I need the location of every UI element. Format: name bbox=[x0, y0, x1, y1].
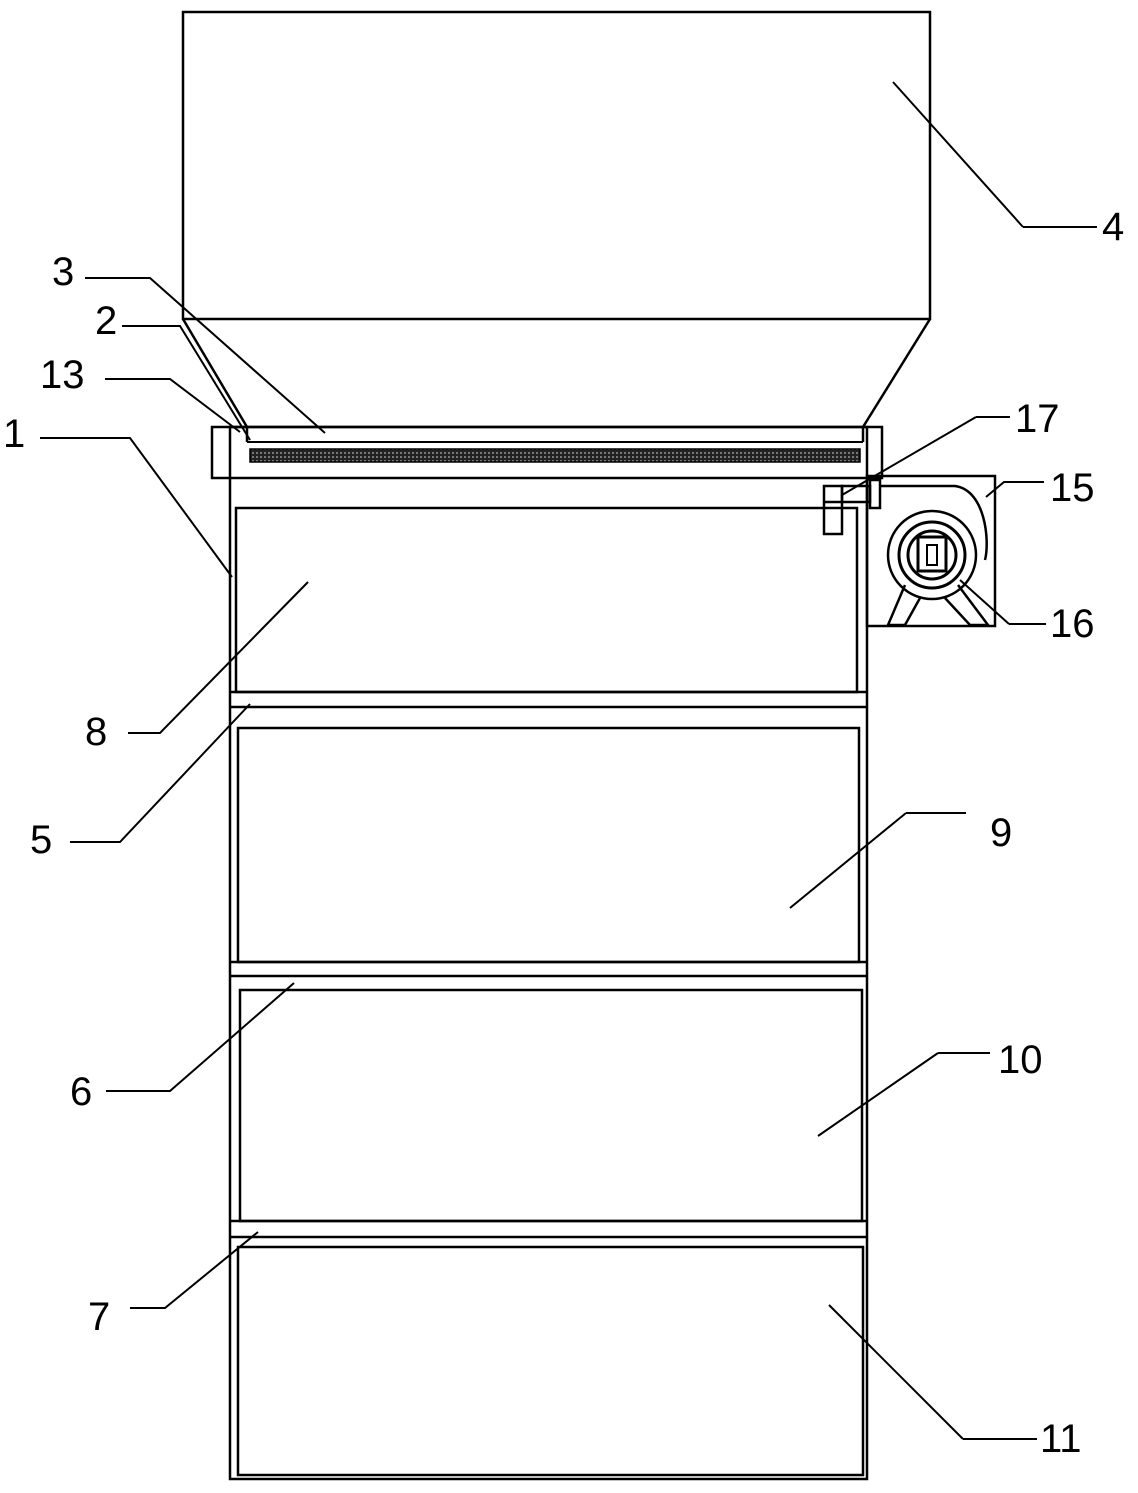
label-5: 5 bbox=[30, 818, 52, 862]
label-17: 17 bbox=[1015, 397, 1060, 441]
label-3: 3 bbox=[52, 250, 74, 294]
label-1: 1 bbox=[3, 412, 25, 456]
label-7: 7 bbox=[88, 1295, 110, 1339]
label-9: 9 bbox=[990, 811, 1012, 855]
label-13: 13 bbox=[40, 353, 85, 397]
sieve-screen bbox=[247, 441, 863, 463]
partition-7 bbox=[230, 1219, 867, 1239]
partition-5 bbox=[230, 690, 867, 709]
main-body bbox=[228, 425, 869, 1481]
drawer-9 bbox=[236, 726, 861, 964]
fan-housing bbox=[865, 474, 997, 628]
drawer-10 bbox=[238, 988, 864, 1223]
label-2: 2 bbox=[95, 299, 117, 343]
hopper bbox=[181, 10, 932, 428]
label-10: 10 bbox=[998, 1038, 1043, 1082]
fan bbox=[886, 509, 991, 627]
label-15: 15 bbox=[1050, 466, 1095, 510]
partition-6 bbox=[230, 960, 867, 978]
label-4: 4 bbox=[1102, 205, 1124, 249]
leader-lines bbox=[40, 81, 1097, 1440]
drawer-11 bbox=[236, 1245, 865, 1477]
label-11: 11 bbox=[1040, 1417, 1082, 1461]
label-6: 6 bbox=[70, 1070, 92, 1114]
drawer-8 bbox=[234, 506, 859, 694]
reference-numerals: 4 3 2 13 1 8 5 9 6 10 7 11 15 16 17 bbox=[3, 205, 1124, 1461]
label-16: 16 bbox=[1050, 602, 1095, 646]
label-8: 8 bbox=[85, 710, 107, 754]
